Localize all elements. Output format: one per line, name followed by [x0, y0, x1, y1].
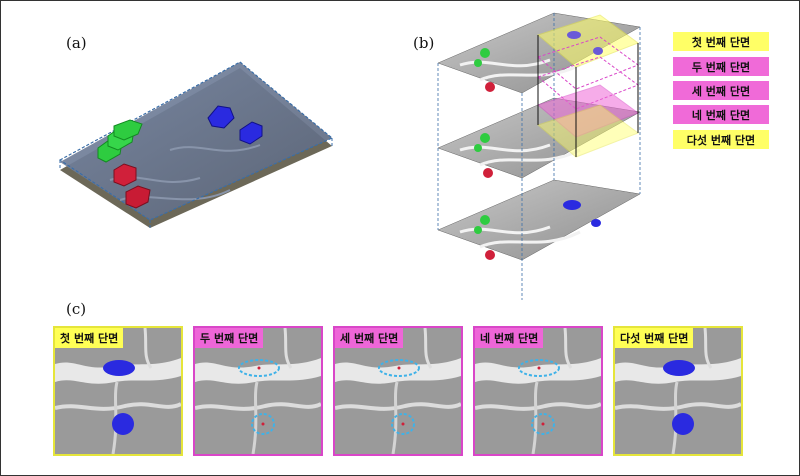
panel-b-section-stack [437, 12, 641, 300]
legend-item-5: 다섯 번째 단면 [673, 130, 769, 149]
legend-item-3: 세 번째 단면 [673, 81, 769, 100]
section-tile-1: 첫 번째 단면 [53, 326, 183, 456]
panel-a-3d-view [59, 61, 333, 228]
blue-cells [207, 105, 263, 145]
section-tile-4: 네 번째 단면 [473, 326, 603, 456]
dashed-cell-outline [251, 413, 275, 435]
blue-cell-region [103, 360, 135, 376]
dashed-cell-outline [518, 359, 560, 377]
dashed-cell-outline [378, 359, 420, 377]
blue-cell-top-2 [593, 47, 603, 55]
tile-label: 첫 번째 단면 [55, 328, 124, 348]
section-tile-2: 두 번째 단면 [193, 326, 323, 456]
dashed-cell-outline [238, 359, 280, 377]
tile-label: 다섯 번째 단면 [615, 328, 694, 348]
legend-item-4: 네 번째 단면 [673, 105, 769, 124]
em-image [615, 328, 741, 454]
dashed-cell-outline [531, 413, 555, 435]
dashed-cell-outline [391, 413, 415, 435]
panel-label-b: (b) [413, 34, 435, 52]
em-image [195, 328, 321, 454]
blue-cell-region [672, 413, 694, 435]
section-tile-5: 다섯 번째 단면 [613, 326, 743, 456]
blue-cell-region [663, 360, 695, 376]
tile-label: 네 번째 단면 [475, 328, 544, 348]
em-image [335, 328, 461, 454]
legend-item-2: 두 번째 단면 [673, 57, 769, 76]
tile-label: 두 번째 단면 [195, 328, 264, 348]
panel-label-c: (c) [66, 300, 87, 318]
blue-cell-top [567, 31, 581, 39]
tile-label: 세 번째 단면 [335, 328, 404, 348]
section-tile-3: 세 번째 단면 [333, 326, 463, 456]
legend-item-1: 첫 번째 단면 [673, 32, 769, 51]
red-cells [113, 163, 151, 209]
em-image [475, 328, 601, 454]
prism-edges [537, 35, 639, 157]
section-layer-bottom [437, 179, 641, 261]
panel-label-a: (a) [66, 34, 87, 52]
blue-cell-region [112, 413, 134, 435]
em-image [55, 328, 181, 454]
green-cells [97, 119, 143, 163]
tissue-slab-top [60, 62, 332, 220]
bounding-box [59, 61, 333, 228]
